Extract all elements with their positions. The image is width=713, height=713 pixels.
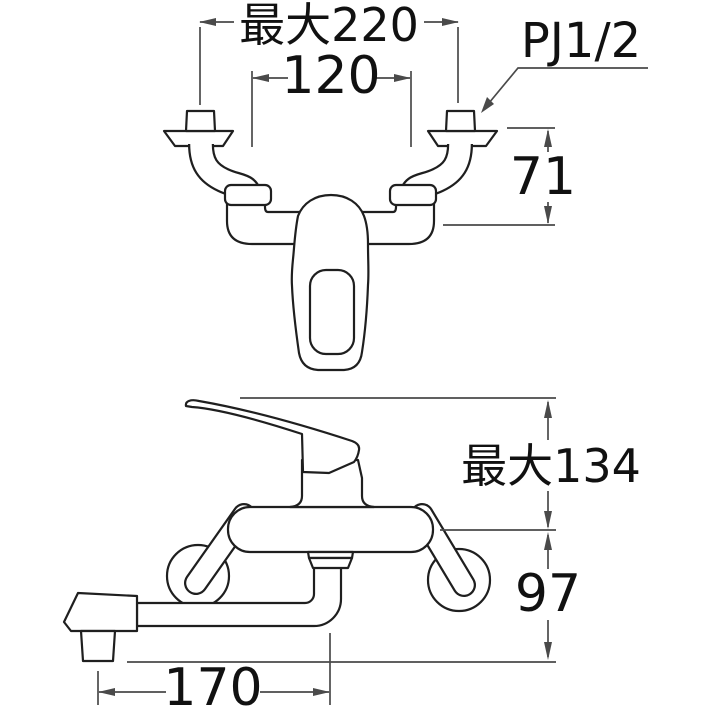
label-max-height: 最大134 xyxy=(461,439,641,493)
top-view xyxy=(162,109,499,372)
label-flange-offset: 71 xyxy=(509,147,577,207)
dimension-flange-offset-71 xyxy=(443,127,555,226)
dimension-max-height-134 xyxy=(240,397,556,531)
right-wall-flange xyxy=(426,129,499,148)
handle-top-view xyxy=(308,268,356,356)
right-hex-nut xyxy=(444,109,477,133)
spout-head xyxy=(62,591,139,633)
right-lock-nut xyxy=(388,183,438,207)
label-inlet-spacing: 120 xyxy=(281,46,381,106)
body-top-view xyxy=(290,193,370,372)
dimension-outlet-drop-97 xyxy=(127,532,556,663)
dimension-max-width-220 xyxy=(199,18,459,105)
label-outlet-drop: 97 xyxy=(514,564,582,624)
faucet-body xyxy=(226,505,435,554)
spout-nut xyxy=(307,556,354,570)
spout-pipe xyxy=(135,564,343,628)
aerator xyxy=(79,629,117,663)
left-lock-nut xyxy=(223,183,273,207)
label-spout-reach: 170 xyxy=(163,658,263,713)
dimension-spout-reach-170 xyxy=(97,633,331,705)
leader-thread-size xyxy=(481,67,648,113)
dimension-inlet-spacing-120 xyxy=(251,71,412,147)
left-wall-flange xyxy=(162,129,235,148)
left-hex-nut xyxy=(184,109,217,133)
label-thread-size: PJ1/2 xyxy=(520,13,642,69)
lever-handle xyxy=(184,399,361,475)
front-view xyxy=(62,399,492,663)
label-max-width: 最大220 xyxy=(239,0,419,52)
